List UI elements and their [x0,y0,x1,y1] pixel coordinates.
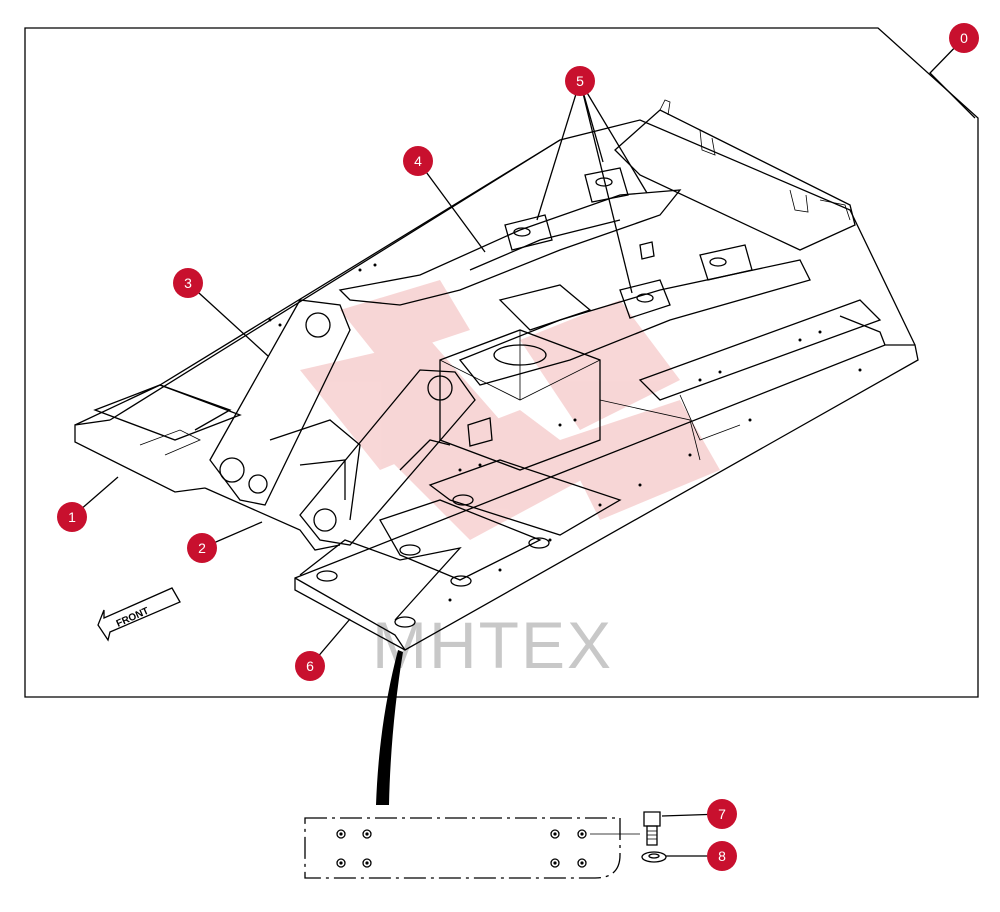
callout-1: 1 [57,502,87,532]
front-arrow-label: FRONT [115,606,151,630]
washer-icon [641,851,667,863]
watermark-text: MHTEX [372,608,613,682]
callout-label: 4 [414,153,422,169]
callout-label: 5 [576,73,584,89]
callout-2: 2 [187,533,217,563]
front-arrow-icon: FRONT [97,587,181,642]
detail-plate [304,817,640,879]
callout-label: 0 [960,30,968,46]
callout-label: 3 [184,275,192,291]
main-frame-drawing [74,99,919,651]
callout-6: 6 [295,651,325,681]
callout-8: 8 [707,841,737,871]
bolt-icon [643,811,661,846]
detail-pointer-line [376,650,403,805]
callout-0: 0 [949,23,979,53]
callout-4: 4 [403,146,433,176]
callout-label: 8 [718,848,726,864]
callout-label: 6 [306,658,314,674]
diagram-frame [24,27,979,698]
callout-3: 3 [173,268,203,298]
callout-label: 2 [198,540,206,556]
callout-label: 7 [718,806,726,822]
callout-label: 1 [68,509,76,525]
watermark-logo [300,280,720,540]
callout-7: 7 [707,799,737,829]
callout-5: 5 [565,66,595,96]
